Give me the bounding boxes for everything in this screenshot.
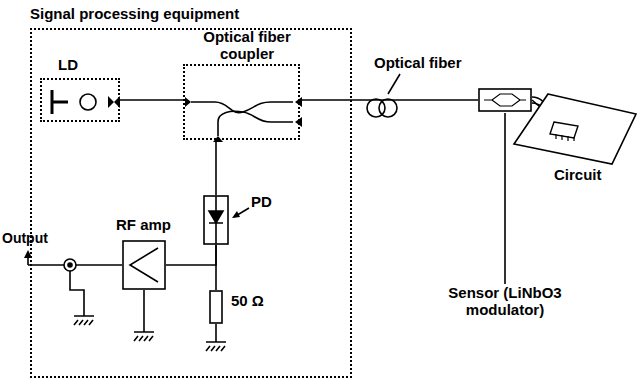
terminal-label: Output bbox=[2, 230, 48, 247]
sensor-modulator-drawing bbox=[478, 88, 532, 112]
leader-line bbox=[388, 74, 400, 94]
ground-symbol bbox=[206, 342, 226, 351]
fiber-coil bbox=[379, 99, 397, 117]
wire bbox=[120, 100, 183, 101]
optical-fiber bbox=[300, 100, 478, 101]
node-label: LD bbox=[58, 56, 78, 73]
rf-amplifier-drawing bbox=[122, 240, 166, 290]
wire bbox=[216, 140, 217, 195]
node-label: Sensor (LiNbO3 modulator) bbox=[430, 284, 580, 318]
sensor-modulator: Sensor (LiNbO3 modulator) bbox=[478, 88, 532, 112]
output-terminal bbox=[68, 263, 72, 267]
photodiode-drawing bbox=[203, 195, 229, 245]
wire bbox=[28, 264, 64, 266]
output-terminal bbox=[64, 259, 76, 271]
node-label: Optical fiber coupler bbox=[187, 28, 307, 62]
edge-label: Optical fiber bbox=[372, 54, 464, 71]
node-label: RF amp bbox=[116, 216, 171, 233]
ld-box-drawing bbox=[42, 80, 118, 120]
photodiode: PD bbox=[203, 195, 229, 245]
wire bbox=[70, 271, 84, 316]
ground-symbol bbox=[74, 316, 94, 325]
rf-amplifier: RF amp bbox=[122, 240, 166, 290]
coupler-box: Optical fiber coupler bbox=[183, 64, 300, 140]
coupler-box-drawing bbox=[185, 66, 298, 138]
leader-line bbox=[504, 113, 506, 284]
node-label: Circuit bbox=[554, 166, 602, 183]
wire bbox=[215, 324, 217, 342]
resistor-symbol-drawing bbox=[209, 290, 223, 324]
leader-arrow bbox=[232, 211, 240, 218]
equipment-box: Signal processing equipmentLDOptical fib… bbox=[30, 28, 352, 378]
wire bbox=[143, 290, 145, 332]
wire bbox=[166, 245, 216, 265]
ground-symbol bbox=[134, 332, 154, 341]
ld-box: LD bbox=[40, 78, 120, 122]
node-label: 50 Ω bbox=[231, 292, 264, 309]
node-label: Signal processing equipment bbox=[30, 5, 239, 22]
resistor-symbol: 50 Ω bbox=[209, 290, 223, 324]
wire bbox=[76, 264, 122, 266]
circuit-board: Circuit bbox=[512, 92, 637, 187]
node-label: PD bbox=[251, 193, 272, 210]
